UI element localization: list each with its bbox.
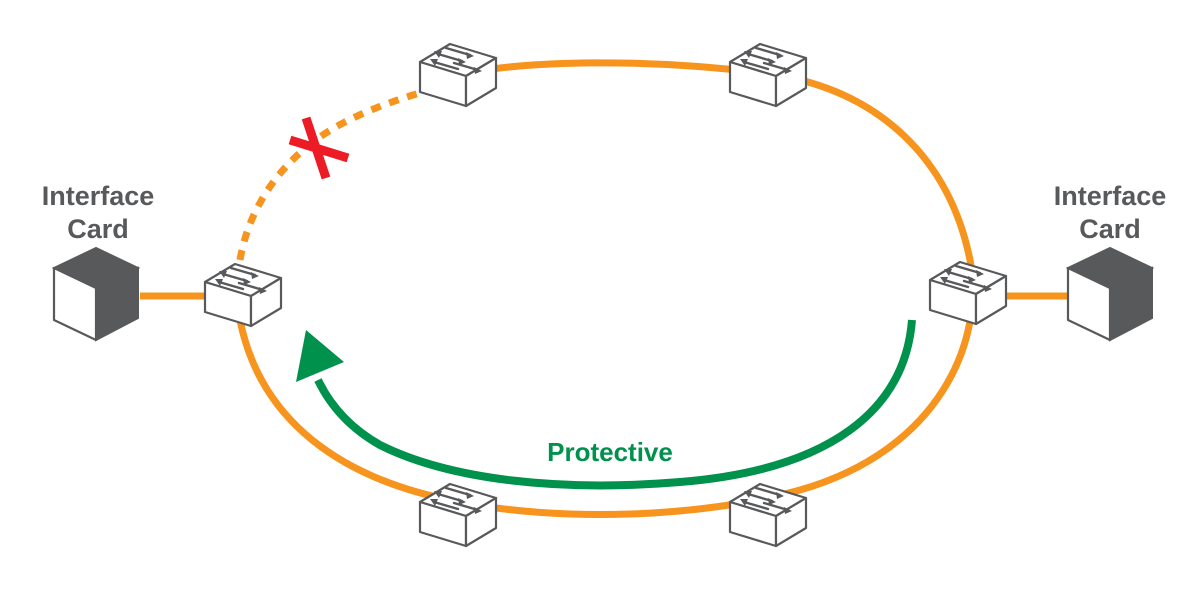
interface-card-label-left: Interface Card bbox=[18, 180, 178, 246]
interface-card-label-right: Interface Card bbox=[1030, 180, 1190, 246]
label-line: Card bbox=[1079, 214, 1141, 244]
label-line: Interface bbox=[41, 181, 155, 211]
ring-link-failed bbox=[236, 78, 461, 261]
network-switch-icon bbox=[203, 262, 283, 328]
label-line: Interface bbox=[1053, 181, 1167, 211]
network-switch-icon bbox=[728, 42, 808, 108]
protective-label: Protective bbox=[547, 437, 673, 467]
link-break-icon bbox=[288, 116, 350, 180]
protective-arrow bbox=[314, 319, 916, 490]
label-line: Card bbox=[67, 214, 129, 244]
interface-card-icon bbox=[1066, 246, 1154, 342]
interface-card-icon bbox=[52, 246, 140, 342]
network-switch-icon bbox=[928, 260, 1008, 326]
network-switch-icon bbox=[418, 42, 498, 108]
protective-arrow-head bbox=[296, 330, 344, 382]
